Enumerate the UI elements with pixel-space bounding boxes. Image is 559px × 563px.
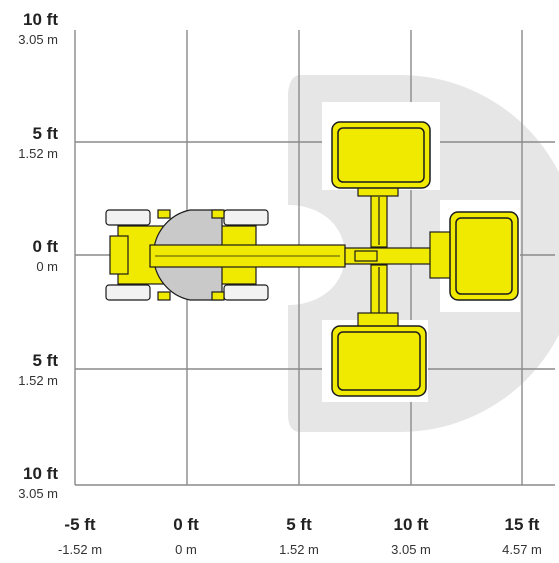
platform-bottom bbox=[331, 325, 427, 397]
x-label-m: 1.52 m bbox=[279, 542, 319, 557]
y-label-m: 1.52 m bbox=[18, 373, 58, 388]
x-label-ft: 5 ft bbox=[286, 515, 312, 534]
y-label-m: 3.05 m bbox=[18, 32, 58, 47]
y-label-m: 1.52 m bbox=[18, 146, 58, 161]
y-label-m: 3.05 m bbox=[18, 486, 58, 501]
x-label-ft: 15 ft bbox=[505, 515, 540, 534]
machine-chassis bbox=[105, 209, 436, 301]
tire bbox=[223, 284, 269, 301]
y-label-ft: 10 ft bbox=[23, 464, 58, 483]
platform-top bbox=[331, 121, 431, 189]
tire bbox=[223, 209, 269, 226]
x-label-m: -1.52 m bbox=[58, 542, 102, 557]
x-label-ft: 10 ft bbox=[394, 515, 429, 534]
tire bbox=[105, 209, 151, 226]
x-label-m: 4.57 m bbox=[502, 542, 542, 557]
platform-right bbox=[449, 211, 519, 301]
x-label-ft: 0 ft bbox=[173, 515, 199, 534]
y-label-ft: 5 ft bbox=[33, 124, 59, 143]
x-label-m: 0 m bbox=[175, 542, 197, 557]
y-label-ft: 10 ft bbox=[23, 10, 58, 29]
x-axis-labels: -5 ft -1.52 m 0 ft 0 m 5 ft 1.52 m 10 ft… bbox=[58, 515, 542, 557]
y-label-ft: 5 ft bbox=[33, 351, 59, 370]
y-label-m: 0 m bbox=[36, 259, 58, 274]
y-axis-labels: 10 ft 3.05 m 5 ft 1.52 m 0 ft 0 m 5 ft 1… bbox=[18, 10, 58, 501]
tire bbox=[105, 284, 151, 301]
x-label-ft: -5 ft bbox=[64, 515, 96, 534]
x-label-m: 3.05 m bbox=[391, 542, 431, 557]
y-label-ft: 0 ft bbox=[33, 237, 59, 256]
